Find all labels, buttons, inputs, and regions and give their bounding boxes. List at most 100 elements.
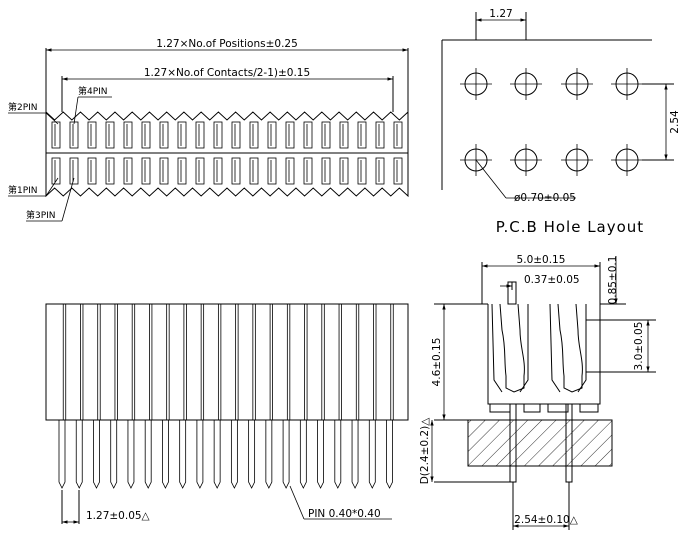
pitch-x-label: 1.27 — [489, 8, 512, 20]
pin-tail — [334, 420, 342, 489]
pin-tail — [58, 420, 66, 489]
right-contact-wall — [549, 303, 587, 393]
slot-bottom — [357, 157, 367, 185]
leader — [73, 96, 79, 125]
slot-bottom — [393, 157, 403, 185]
pcb-hole-layout: 1.27 2.54 ø0.70±0.05 P.C.B Hole Layout — [441, 8, 681, 236]
slot-top — [105, 121, 115, 149]
pin-tails — [58, 420, 393, 489]
pin-tail — [127, 420, 135, 489]
pin-tail — [317, 420, 324, 489]
tail-length-label: D(2.4±0.2)△ — [419, 417, 431, 484]
pitch-y-label: 2.54 — [669, 110, 681, 134]
pin-tail — [386, 420, 393, 489]
pin-size-label: PIN 0.40*0.40 — [308, 508, 381, 520]
slot-bottom — [69, 157, 79, 185]
right-contact — [557, 303, 583, 393]
pin-tail — [179, 420, 187, 489]
slot-bottom — [375, 157, 385, 185]
pin3-label: 第3PIN — [26, 209, 56, 221]
housing-outline — [487, 304, 601, 405]
pin-tail — [162, 420, 169, 489]
pcb-caption: P.C.B Hole Layout — [496, 218, 644, 236]
slot-top — [87, 121, 97, 149]
housing-feet — [489, 404, 599, 413]
contact-gap-label: 0.37±0.05 — [524, 274, 580, 286]
pitch-label: 1.27±0.05△ — [86, 510, 151, 522]
slot-bottom — [105, 157, 115, 185]
slot-top — [123, 121, 133, 149]
front-view: 1.27±0.05△ PIN 0.40*0.40 — [45, 303, 409, 524]
pin-tail — [213, 420, 221, 489]
slot-bottom — [141, 157, 151, 185]
pin-tail — [110, 420, 118, 489]
slot-top — [303, 121, 313, 149]
top-gap-label: 0.85±0.1 — [607, 256, 619, 305]
pin-tail — [230, 420, 238, 489]
row-pitch-label: 2.54±0.10△ — [514, 514, 579, 526]
slot-bottom — [87, 157, 97, 185]
left-contact-wall — [491, 303, 529, 393]
pin-tail — [265, 420, 273, 489]
pin-tail — [299, 420, 307, 489]
connector-body-top — [45, 110, 409, 198]
leader — [61, 177, 75, 222]
slot-bottom — [231, 157, 241, 185]
slot-top — [177, 121, 187, 149]
hole-grid — [460, 68, 643, 176]
pin4-label: 第4PIN — [78, 85, 108, 97]
pin-tail — [75, 420, 83, 489]
left-contact — [499, 303, 525, 393]
slot-top — [51, 121, 61, 149]
top-view: 1.27×No.of Positions±0.25 1.27×No.of Con… — [8, 38, 409, 222]
slot-bottom — [159, 157, 169, 185]
slot-bottom — [267, 157, 277, 185]
leader — [45, 177, 59, 197]
slot-bottom — [249, 157, 259, 185]
slot-bottom — [51, 157, 61, 185]
height-label: 4.6±0.15 — [431, 338, 443, 387]
pin2-label: 第2PIN — [8, 101, 38, 113]
slot-top — [159, 121, 169, 149]
pin-tail — [282, 420, 290, 489]
pin-tail — [248, 420, 256, 489]
pin-tail — [93, 420, 100, 489]
leader — [289, 485, 305, 520]
contact-length-label: 1.27×No.of Contacts/2-1)±0.15 — [144, 67, 310, 79]
slot-bottom — [321, 157, 331, 185]
pin-tail — [368, 420, 376, 489]
pin-tail — [144, 420, 152, 489]
leader — [475, 159, 507, 199]
contact-depth-label: 3.0±0.05 — [633, 322, 645, 371]
slot-bottom — [285, 157, 295, 185]
hole-dia-label: ø0.70±0.05 — [514, 192, 576, 204]
plastic-base — [467, 419, 613, 467]
leader — [45, 112, 59, 125]
slot-top — [141, 121, 151, 149]
pin-tail — [351, 420, 359, 489]
slot-bottom — [195, 157, 205, 185]
pin-tail — [196, 420, 204, 489]
slot-bottom — [339, 157, 349, 185]
slot-top — [339, 121, 349, 149]
slot-top — [267, 121, 277, 149]
slot-bottom — [303, 157, 313, 185]
slot-bottom — [123, 157, 133, 185]
slot-top — [321, 121, 331, 149]
slot-top — [375, 121, 385, 149]
slot-top — [285, 121, 295, 149]
side-view: 5.0±0.15 0.37±0.05 0.85±0.1 3.0±0.05 4.6… — [419, 254, 656, 530]
total-length-label: 1.27×No.of Positions±0.25 — [156, 38, 298, 50]
slot-bottom — [213, 157, 223, 185]
slot-top — [195, 121, 205, 149]
body-partitions — [62, 304, 394, 420]
slot-top — [69, 121, 79, 149]
slot-top — [213, 121, 223, 149]
slot-top — [249, 121, 259, 149]
pin1-label: 第1PIN — [8, 184, 38, 196]
slot-top — [393, 121, 403, 149]
slot-bottom — [177, 157, 187, 185]
width-label: 5.0±0.15 — [517, 254, 566, 266]
connector-body-front — [45, 303, 409, 421]
